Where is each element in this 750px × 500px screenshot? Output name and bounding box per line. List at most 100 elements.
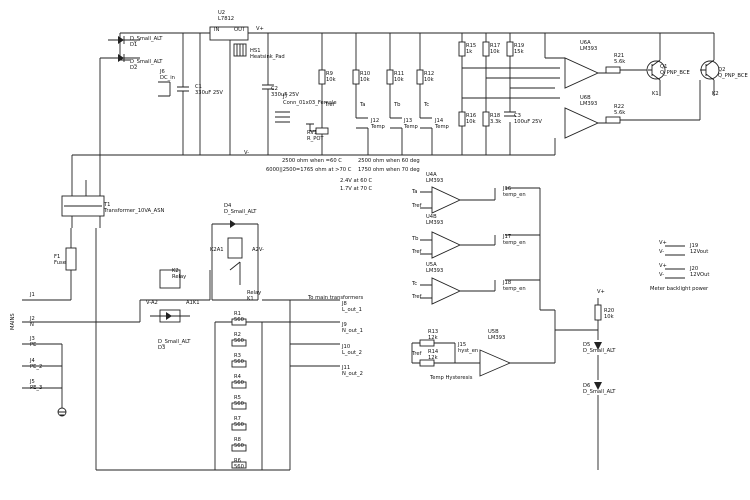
backlight: Meter backlight power (650, 286, 709, 292)
tref-top: Tref (324, 102, 335, 108)
u2-out: OUT (234, 27, 246, 33)
diode-d2 (108, 54, 140, 62)
tref-cmp2: Tref (411, 249, 422, 255)
tref-hyst: Tref (411, 351, 422, 357)
tc-cmp: Tc (411, 281, 417, 287)
a2v-label: A2V- (252, 247, 264, 253)
output-connectors (262, 299, 340, 470)
comparator-u6b (554, 107, 620, 155)
vminus-mid: V- (244, 150, 249, 156)
temp-en-jumpers (494, 187, 541, 310)
u2-in: IN (214, 27, 220, 33)
v-j20b: V- (659, 272, 664, 278)
v-j19b: V- (659, 249, 664, 255)
regulator-u2 (209, 26, 249, 41)
heatsink-hs1 (233, 43, 247, 57)
note-2: 6000||2500=1765 ohm at >70 C (266, 167, 352, 173)
resistor-ladder (95, 228, 290, 471)
diode-d1 (108, 36, 140, 44)
k2a-label: K2A1 (210, 247, 224, 253)
resistor-r19 (504, 33, 516, 155)
k2-label: K2 (712, 91, 719, 97)
resistor-r12 (416, 33, 424, 118)
resistor-r22 (605, 80, 701, 124)
v-j20a: V+ (659, 263, 667, 269)
tref-cmp3: Tref (411, 294, 422, 300)
capacitor-c1 (177, 33, 189, 155)
potentiometer-rv1 (306, 123, 329, 155)
va2-label: V-A2 (146, 300, 158, 306)
note-5: 2.4V at 60 C (340, 178, 373, 184)
tb-top: Tb (393, 102, 401, 108)
k1-label: K1 (652, 91, 659, 97)
tc-top: Tc (423, 102, 429, 108)
comparator-u4b (420, 231, 495, 259)
reference-ties (462, 67, 560, 99)
transistor-q1 (646, 33, 666, 96)
resistor-r11 (386, 33, 394, 118)
to-main: To main transformers (307, 295, 363, 301)
tb-cmp: Tb (411, 236, 419, 242)
comparator-u4a (420, 186, 495, 214)
hysteresis-section (411, 309, 556, 377)
temp-hyst: Temp Hysteresis (429, 375, 473, 381)
ta-top: Ta (359, 102, 366, 108)
v-j19a: V+ (659, 240, 667, 246)
diode-d4 (211, 220, 259, 252)
resistor-r10 (352, 33, 360, 118)
led-chain (555, 298, 602, 470)
connector-j6 (158, 81, 171, 97)
j1-label: J1 (29, 292, 35, 298)
vplus-r20: V+ (597, 289, 605, 295)
resistor-r15 (458, 33, 466, 155)
a1k1-label: A1K1 (186, 300, 200, 306)
resistor-r21 (605, 66, 648, 74)
note-3: 2500 ohm when 60 deg (358, 158, 420, 164)
